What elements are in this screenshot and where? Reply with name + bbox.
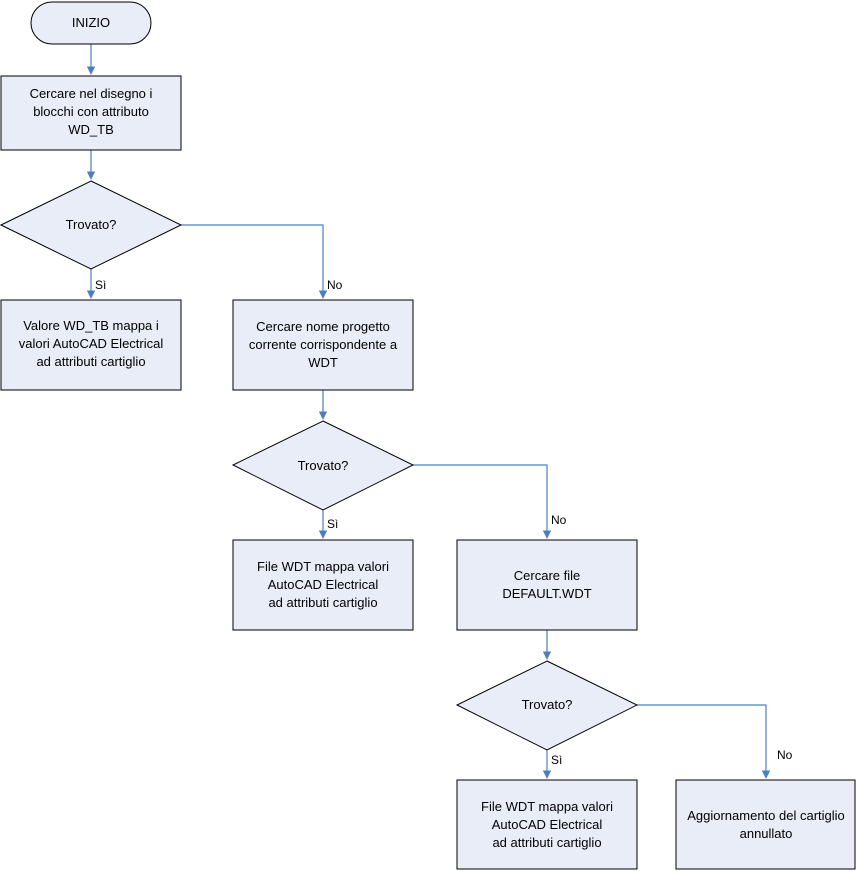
edge-label-yes-3: Sì <box>551 753 562 767</box>
cancelled-node: Aggiornamento del cartiglio annullato <box>675 779 856 870</box>
wdt-map-2-line-1: File WDT mappa valori <box>481 799 613 814</box>
decision-3-node: Trovato? <box>455 660 639 751</box>
cancelled-line-1: Aggiornamento del cartiglio <box>687 808 845 823</box>
wdt-map-1-node: File WDT mappa valori AutoCAD Electrical… <box>232 539 414 631</box>
wdt-map-1-line-3: ad attributi cartiglio <box>268 595 377 610</box>
cancelled-line-2: annullato <box>740 826 793 841</box>
edge-labels: Sì No Sì No Sì No <box>95 278 793 767</box>
search-project-node: Cercare nome progetto corrente corrispon… <box>232 299 414 391</box>
search-blocks-line-1: Cercare nel disegno i <box>30 86 153 101</box>
decision-2-node: Trovato? <box>231 420 415 511</box>
decision-2-label: Trovato? <box>298 458 349 473</box>
wdt-map-2-line-3: ad attributi cartiglio <box>492 835 601 850</box>
edge-label-yes-2: Sì <box>327 517 338 531</box>
edge-label-no-1: No <box>327 278 343 292</box>
search-blocks-line-3: WD_TB <box>68 122 114 137</box>
wdt-map-2-line-2: AutoCAD Electrical <box>492 817 603 832</box>
wdt-map-2-node: File WDT mappa valori AutoCAD Electrical… <box>456 779 638 870</box>
search-blocks-line-2: blocchi con attributo <box>33 104 149 119</box>
wdtb-map-line-3: ad attributi cartiglio <box>36 354 145 369</box>
search-project-line-2: corrente corrispondente a <box>249 337 398 352</box>
search-project-line-3: WDT <box>308 355 338 370</box>
wdtb-map-line-1: Valore WD_TB mappa i <box>23 318 159 333</box>
search-blocks-node: Cercare nel disegno i blocchi con attrib… <box>0 75 182 151</box>
edge-label-no-3: No <box>777 748 793 762</box>
edge-label-no-2: No <box>551 513 567 527</box>
search-project-line-1: Cercare nome progetto <box>256 319 390 334</box>
wdt-map-1-line-2: AutoCAD Electrical <box>268 577 379 592</box>
search-default-line-2: DEFAULT.WDT <box>502 586 591 601</box>
connectors <box>86 44 771 779</box>
edge-decision-2-no <box>413 464 552 539</box>
wdt-map-1-line-1: File WDT mappa valori <box>257 559 389 574</box>
wdtb-map-line-2: valori AutoCAD Electrical <box>19 336 164 351</box>
edge-decision-3-no <box>637 704 771 779</box>
decision-3-label: Trovato? <box>522 697 573 712</box>
search-default-node: Cercare file DEFAULT.WDT <box>456 539 638 631</box>
edge-label-yes-1: Sì <box>95 278 106 292</box>
search-default-line-1: Cercare file <box>514 568 580 583</box>
start-label: INIZIO <box>72 15 110 30</box>
decision-1-label: Trovato? <box>66 217 117 232</box>
wdtb-map-node: Valore WD_TB mappa i valori AutoCAD Elec… <box>0 299 182 391</box>
start-node: INIZIO <box>30 1 152 45</box>
decision-1-node: Trovato? <box>0 180 183 270</box>
edge-decision-1-no <box>181 224 328 299</box>
